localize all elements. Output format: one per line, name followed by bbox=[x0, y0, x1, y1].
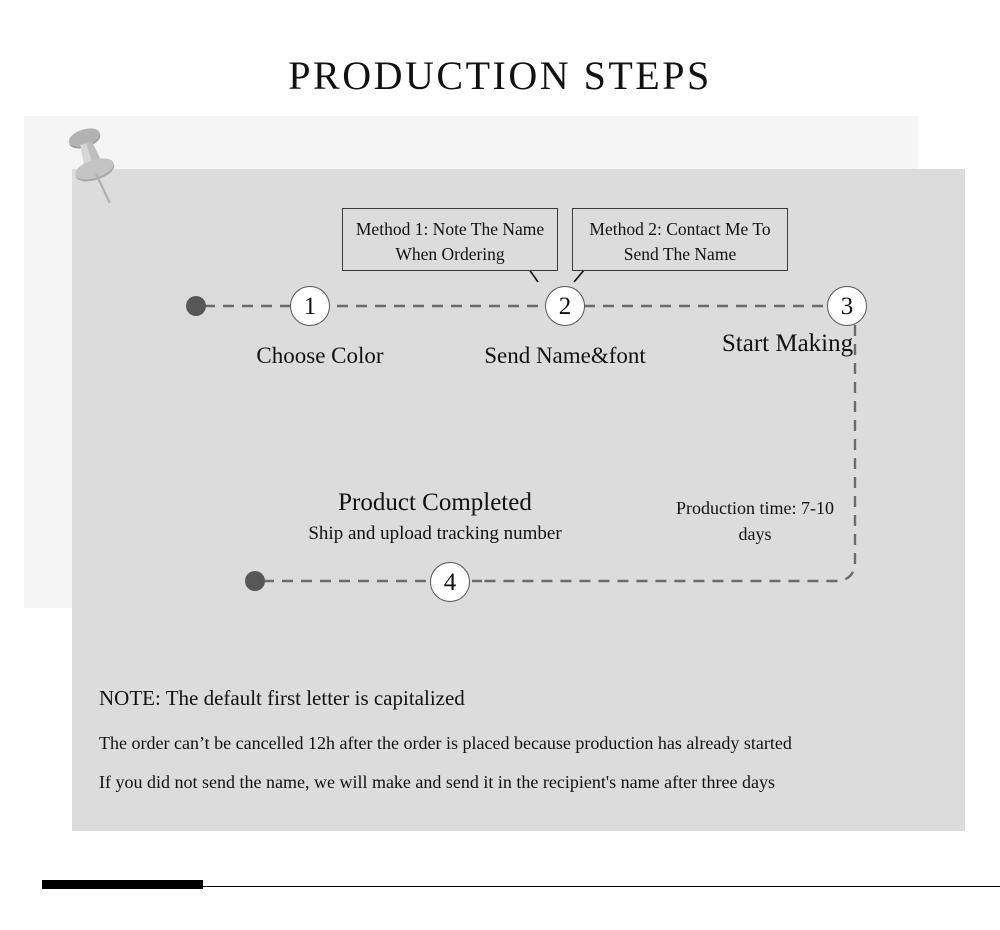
note-line-2: The order can’t be cancelled 12h after t… bbox=[99, 733, 792, 753]
note-line-1: NOTE: The default first letter is capita… bbox=[99, 686, 465, 710]
background-panel-main bbox=[72, 169, 965, 831]
step-label-send-name: Send Name&font bbox=[484, 343, 646, 368]
method-box-2: Method 2: Contact Me To Send The Name bbox=[572, 208, 788, 271]
step-label-start-making: Start Making bbox=[721, 330, 854, 357]
step-label-product-completed: Product Completed bbox=[338, 489, 532, 516]
ship-upload-label: Ship and upload tracking number bbox=[308, 523, 562, 544]
bottom-divider-thick bbox=[42, 880, 203, 889]
step-circle-3: 3 bbox=[827, 286, 867, 326]
notes-block: NOTE: The default first letter is capita… bbox=[99, 686, 949, 811]
step-circle-1: 1 bbox=[290, 286, 330, 326]
method-box-1: Method 1: Note The Name When Ordering bbox=[342, 208, 558, 271]
step-label-choose-color: Choose Color bbox=[256, 343, 384, 368]
production-time-label: Production time: 7-10 days bbox=[676, 498, 834, 545]
step-circle-2: 2 bbox=[545, 286, 585, 326]
step-circle-4: 4 bbox=[430, 562, 470, 602]
page-title: PRODUCTION STEPS bbox=[288, 53, 712, 98]
note-line-3: If you did not send the name, we will ma… bbox=[99, 772, 776, 792]
pushpin-icon bbox=[68, 128, 115, 204]
bottom-divider-thin bbox=[42, 886, 1000, 887]
